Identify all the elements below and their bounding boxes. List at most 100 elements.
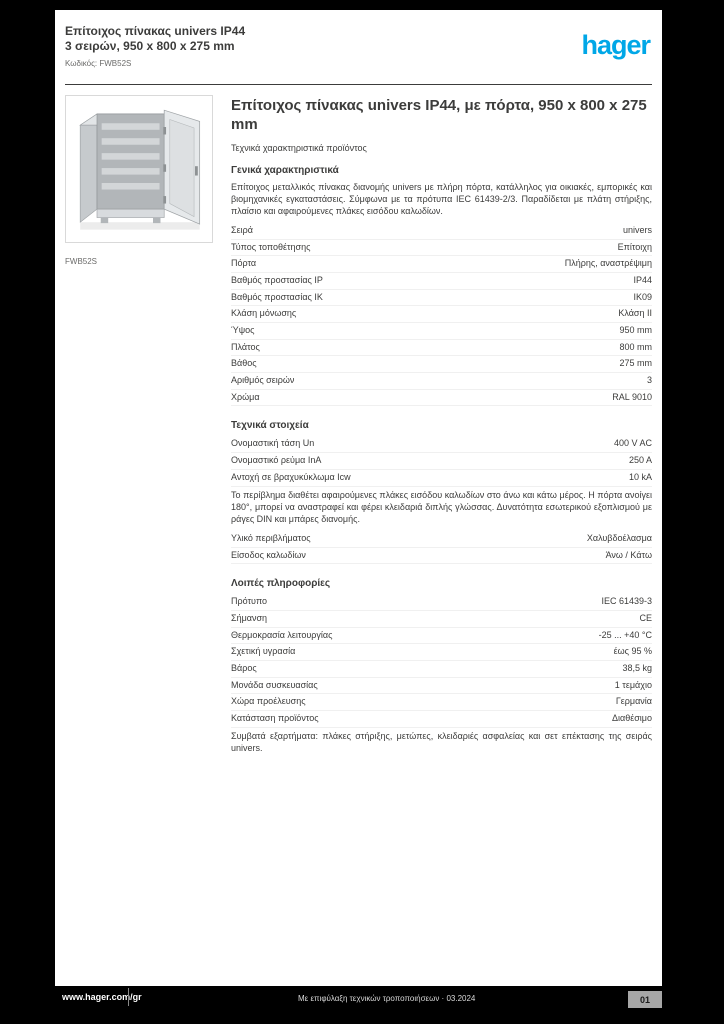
spec-value: έως 95 % bbox=[613, 646, 652, 657]
enclosure-illustration bbox=[79, 109, 201, 230]
spec-row: Σχετική υγρασία έως 95 % bbox=[231, 644, 652, 662]
spec-section-heading: Λοιπές πληροφορίες bbox=[231, 578, 331, 590]
spec-label: Βαθμός προστασίας IP bbox=[231, 274, 323, 285]
spec-label: Μονάδα συσκευασίας bbox=[231, 679, 318, 690]
spec-row: Κατάσταση προϊόντος Διαθέσιμο bbox=[231, 711, 652, 728]
header-product-dims: 3 σειρών, 950 x 800 x 275 mm bbox=[65, 39, 235, 53]
spec-label: Κατάσταση προϊόντος bbox=[231, 713, 319, 724]
spec-value: 800 mm bbox=[619, 341, 652, 352]
spec-label: Θερμοκρασία λειτουργίας bbox=[231, 629, 333, 640]
spec-value: CE bbox=[639, 613, 652, 624]
spec-label: Βαθμός προστασίας IK bbox=[231, 291, 323, 302]
page-title: Επίτοιχος πίνακας univers IP44, με πόρτα… bbox=[231, 97, 647, 133]
footer-notice: Με επιφύλαξη τεχνικών τροποποιήσεων · 03… bbox=[298, 994, 476, 1003]
spec-value: 10 kA bbox=[628, 471, 652, 482]
spec-label: Είσοδος καλωδίων bbox=[231, 549, 306, 560]
spec-label: Βάρος bbox=[231, 663, 257, 674]
spec-label: Βάθος bbox=[231, 358, 257, 369]
spec-value: Χαλυβδοέλασμα bbox=[586, 532, 652, 543]
spec-value: -25 ... +40 °C bbox=[598, 629, 652, 640]
spec-value: 250 A bbox=[628, 455, 652, 466]
spec-value: Πλήρης, αναστρέψιμη bbox=[564, 258, 652, 269]
page-content: FWB52S Επίτοιχος πίνακας univers IP44, μ… bbox=[65, 95, 652, 768]
spec-value: Διαθέσιμο bbox=[612, 713, 652, 724]
spec-row: Θερμοκρασία λειτουργίας -25 ... +40 °C bbox=[231, 628, 652, 645]
spec-label: Ονομαστικό ρεύμα InA bbox=[231, 455, 322, 466]
spec-row: Πλάτος 800 mm bbox=[231, 340, 652, 357]
spec-row: Αντοχή σε βραχυκύκλωμα Icw 10 kA bbox=[231, 470, 652, 487]
spec-row: Χώρα προέλευσης Γερμανία bbox=[231, 694, 652, 712]
spec-value: 275 mm bbox=[619, 358, 652, 369]
spec-value: univers bbox=[622, 224, 652, 235]
spec-value: IP44 bbox=[633, 274, 652, 285]
spec-label: Χρώμα bbox=[231, 391, 260, 402]
spec-paragraph: Το περίβλημα διαθέτει αφαιρούμενες πλάκε… bbox=[231, 489, 652, 524]
spec-row: Πόρτα Πλήρης, αναστρέψιμη bbox=[231, 256, 652, 273]
spec-row: Υλικό περιβλήματος Χαλυβδοέλασμα bbox=[231, 531, 652, 548]
datasheet-page: Επίτοιχος πίνακας univers IP44 3 σειρών,… bbox=[55, 10, 662, 986]
spec-value: Κλάση II bbox=[618, 308, 652, 319]
header-product-name: Επίτοιχος πίνακας univers IP44 bbox=[65, 24, 246, 38]
spec-row: Αριθμός σειρών 3 bbox=[231, 373, 652, 390]
spec-row: Μονάδα συσκευασίας 1 τεμάχιο bbox=[231, 678, 652, 695]
spec-value: IK09 bbox=[633, 291, 652, 302]
spec-value: 400 V AC bbox=[613, 438, 652, 449]
spec-row: Ονομαστικό ρεύμα InA 250 A bbox=[231, 453, 652, 470]
spec-section-heading: Τεχνικά στοιχεία bbox=[231, 420, 309, 432]
spec-column: Επίτοιχος πίνακας univers IP44, με πόρτα… bbox=[231, 95, 652, 768]
spec-label: Σχετική υγρασία bbox=[231, 646, 296, 657]
spec-label: Κλάση μόνωσης bbox=[231, 308, 297, 319]
spec-row: Σήμανση CE bbox=[231, 611, 652, 628]
header-divider bbox=[65, 84, 652, 85]
product-image-caption: FWB52S bbox=[65, 257, 98, 266]
product-image bbox=[65, 95, 213, 243]
page-number-badge: 01 bbox=[628, 991, 662, 1008]
spec-value: Γερμανία bbox=[615, 696, 652, 707]
product-image-column: FWB52S bbox=[65, 95, 215, 266]
spec-label: Αριθμός σειρών bbox=[231, 375, 295, 386]
spec-label: Σειρά bbox=[231, 224, 253, 235]
spec-value: RAL 9010 bbox=[612, 391, 652, 402]
spec-row: Σειρά univers bbox=[231, 223, 652, 240]
spec-row: Χρώμα RAL 9010 bbox=[231, 390, 652, 407]
spec-row: Βαθμός προστασίας IK IK09 bbox=[231, 290, 652, 307]
page-subtitle: Τεχνικά χαρακτηριστικά προϊόντος bbox=[231, 142, 367, 153]
spec-row: Ονομαστική τάση Un 400 V AC bbox=[231, 436, 652, 454]
spec-row: Κλάση μόνωσης Κλάση II bbox=[231, 306, 652, 324]
spec-paragraph: Επίτοιχος μεταλλικός πίνακας διανομής un… bbox=[231, 181, 652, 216]
spec-label: Ύψος bbox=[231, 325, 255, 336]
spec-label: Ονομαστική τάση Un bbox=[231, 438, 315, 449]
header-product-code: Κωδικός: FWB52S bbox=[65, 59, 132, 68]
spec-label: Τύπος τοποθέτησης bbox=[231, 241, 311, 252]
spec-value: 3 bbox=[646, 375, 652, 386]
page-header: Επίτοιχος πίνακας univers IP44 3 σειρών,… bbox=[65, 24, 652, 76]
spec-row: Τύπος τοποθέτησης Επίτοιχη bbox=[231, 240, 652, 257]
spec-value: Επίτοιχη bbox=[617, 241, 652, 252]
footer-website-link[interactable]: www.hager.com/gr bbox=[62, 992, 142, 1002]
spec-row: Βάθος 275 mm bbox=[231, 356, 652, 374]
spec-paragraph: Συμβατά εξαρτήματα: πλάκες στήριξης, μετ… bbox=[231, 730, 652, 753]
spec-label: Πρότυπο bbox=[231, 596, 268, 607]
spec-row: Ύψος 950 mm bbox=[231, 323, 652, 340]
spec-value: 1 τεμάχιο bbox=[614, 679, 652, 690]
spec-row: Βαθμός προστασίας IP IP44 bbox=[231, 273, 652, 290]
spec-label: Υλικό περιβλήματος bbox=[231, 532, 311, 543]
spec-value: 38,5 kg bbox=[622, 663, 652, 674]
spec-label: Σήμανση bbox=[231, 613, 268, 624]
spec-value: Άνω / Κάτω bbox=[605, 549, 652, 560]
spec-row: Είσοδος καλωδίων Άνω / Κάτω bbox=[231, 548, 652, 565]
spec-label: Πλάτος bbox=[231, 341, 260, 352]
spec-row: Βάρος 38,5 kg bbox=[231, 661, 652, 678]
spec-label: Αντοχή σε βραχυκύκλωμα Icw bbox=[231, 471, 351, 482]
footer-divider bbox=[128, 988, 129, 1006]
spec-label: Χώρα προέλευσης bbox=[231, 696, 306, 707]
spec-value: IEC 61439-3 bbox=[601, 596, 652, 607]
hager-logo: hager bbox=[581, 30, 651, 60]
spec-label: Πόρτα bbox=[231, 258, 257, 269]
spec-value: 950 mm bbox=[619, 325, 652, 336]
